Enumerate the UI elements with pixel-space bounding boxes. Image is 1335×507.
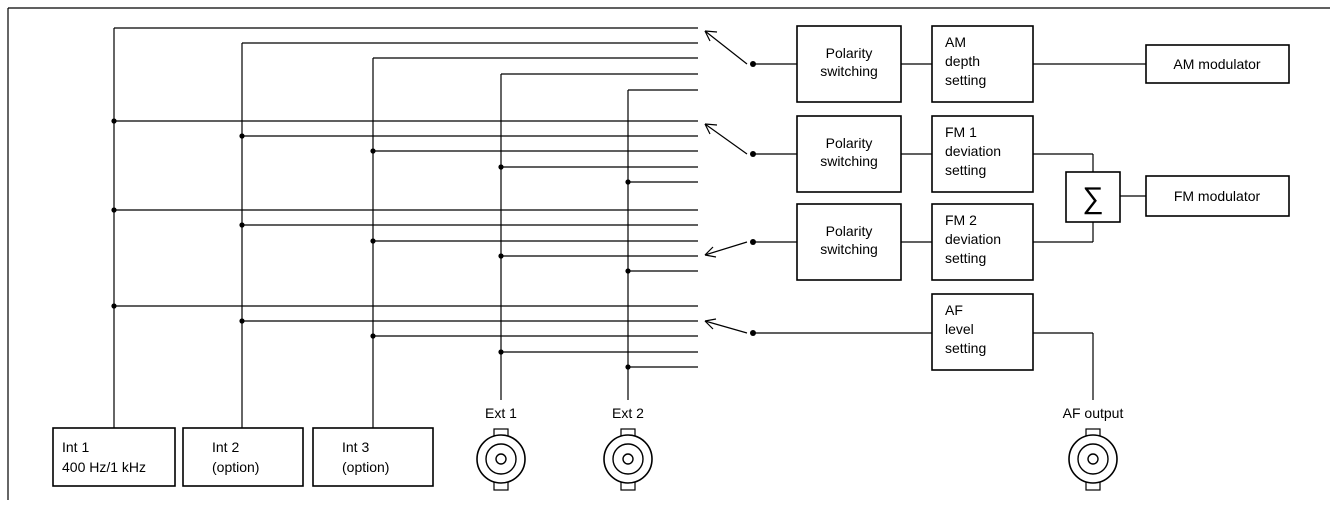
polarity-am-label-2: switching [820, 63, 878, 79]
af-output-label: AF output [1063, 405, 1124, 421]
polarity-switching-am: Polarity switching [796, 25, 902, 103]
am-modulator: AM modulator [1145, 44, 1290, 84]
fm-sum-wires [1033, 153, 1146, 243]
fm-modulator-label: FM modulator [1174, 188, 1261, 204]
sum-icon: ∑ [1082, 182, 1103, 215]
polarity-fm1-label-2: switching [820, 153, 878, 169]
af-output-bnc-connector-icon [1068, 428, 1118, 491]
source-buses [113, 28, 629, 428]
int1-source: Int 1 400 Hz/1 kHz [52, 427, 176, 487]
af-level-label-1: AF [945, 302, 963, 318]
distribution-lines [114, 27, 698, 368]
polarity-fm2-label-1: Polarity [826, 223, 873, 239]
summing-junction: ∑ [1065, 171, 1121, 223]
int3-label-2: (option) [342, 459, 389, 475]
am-depth-label-1: AM [945, 34, 966, 50]
int3-label-1: Int 3 [342, 439, 369, 455]
ext2-bnc-connector-icon [603, 428, 653, 491]
fm2-deviation-label-2: deviation [945, 231, 1001, 247]
int2-label-1: Int 2 [212, 439, 239, 455]
am-depth-setting: AM depth setting [931, 25, 1034, 103]
int1-label-2: 400 Hz/1 kHz [62, 459, 146, 475]
polarity-fm1-label-1: Polarity [826, 135, 873, 151]
fm2-source-switch [704, 239, 797, 258]
af-level-label-2: level [945, 321, 974, 337]
am-source-switch [704, 30, 797, 67]
am-modulator-label: AM modulator [1173, 56, 1260, 72]
fm1-source-switch [704, 123, 797, 157]
ext1-label: Ext 1 [485, 405, 517, 421]
fm1-deviation-label-1: FM 1 [945, 124, 977, 140]
polarity-switching-fm1: Polarity switching [796, 115, 902, 193]
fm1-deviation-label-3: setting [945, 162, 986, 178]
ext1-bnc-connector-icon [476, 428, 526, 491]
fm2-deviation-setting: FM 2 deviation setting [931, 203, 1034, 281]
am-depth-label-2: depth [945, 53, 980, 69]
fm-modulator: FM modulator [1145, 175, 1290, 217]
junction-dots [111, 118, 631, 370]
af-level-label-3: setting [945, 340, 986, 356]
int3-source: Int 3 (option) [312, 427, 434, 487]
ext2-label: Ext 2 [612, 405, 644, 421]
fm1-deviation-setting: FM 1 deviation setting [931, 115, 1034, 193]
am-depth-label-3: setting [945, 72, 986, 88]
int1-label-1: Int 1 [62, 439, 89, 455]
fm2-deviation-label-1: FM 2 [945, 212, 977, 228]
polarity-switching-fm2: Polarity switching [796, 203, 902, 281]
fm1-deviation-label-2: deviation [945, 143, 1001, 159]
af-level-setting: AF level setting [931, 293, 1034, 371]
polarity-fm2-label-2: switching [820, 241, 878, 257]
int2-source: Int 2 (option) [182, 427, 304, 487]
polarity-am-label-1: Polarity [826, 45, 873, 61]
fm2-deviation-label-3: setting [945, 250, 986, 266]
int2-label-2: (option) [212, 459, 259, 475]
af-source-switch [704, 318, 932, 336]
